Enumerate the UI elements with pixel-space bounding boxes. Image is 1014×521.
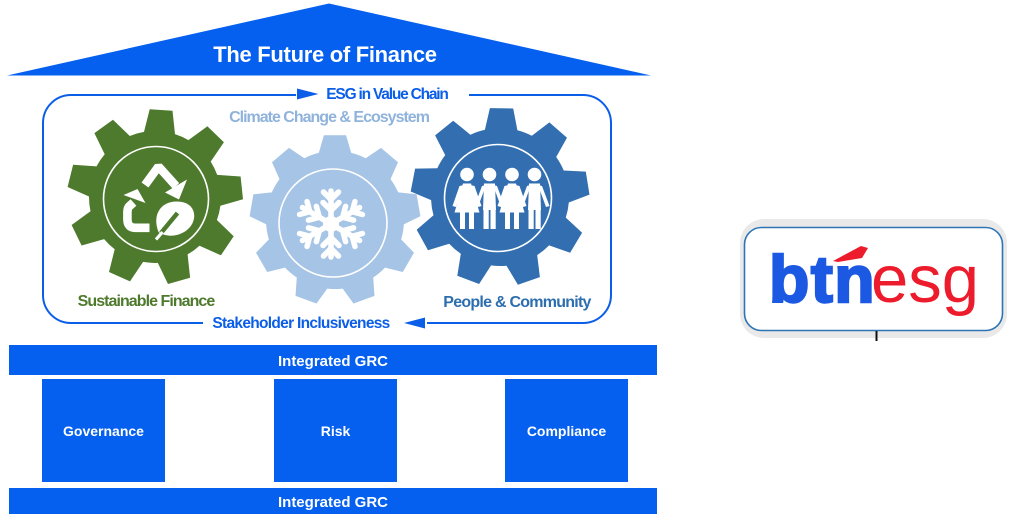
svg-text:Stakeholder Inclusiveness: Stakeholder Inclusiveness (212, 315, 389, 332)
svg-text:The Future of Finance: The Future of Finance (213, 42, 437, 67)
svg-text:Governance: Governance (63, 423, 144, 439)
svg-text:ESG in Value Chain: ESG in Value Chain (326, 86, 448, 103)
svg-text:Sustainable Finance: Sustainable Finance (78, 293, 216, 310)
svg-text:Integrated GRC: Integrated GRC (278, 353, 388, 370)
svg-text:People & Community: People & Community (443, 294, 591, 311)
svg-text:Integrated GRC: Integrated GRC (278, 494, 388, 511)
svg-text:Compliance: Compliance (527, 423, 607, 439)
svg-text:Climate Change & Ecosystem: Climate Change & Ecosystem (229, 109, 430, 126)
svg-text:Risk: Risk (321, 423, 351, 439)
svg-text:esg: esg (871, 242, 979, 317)
